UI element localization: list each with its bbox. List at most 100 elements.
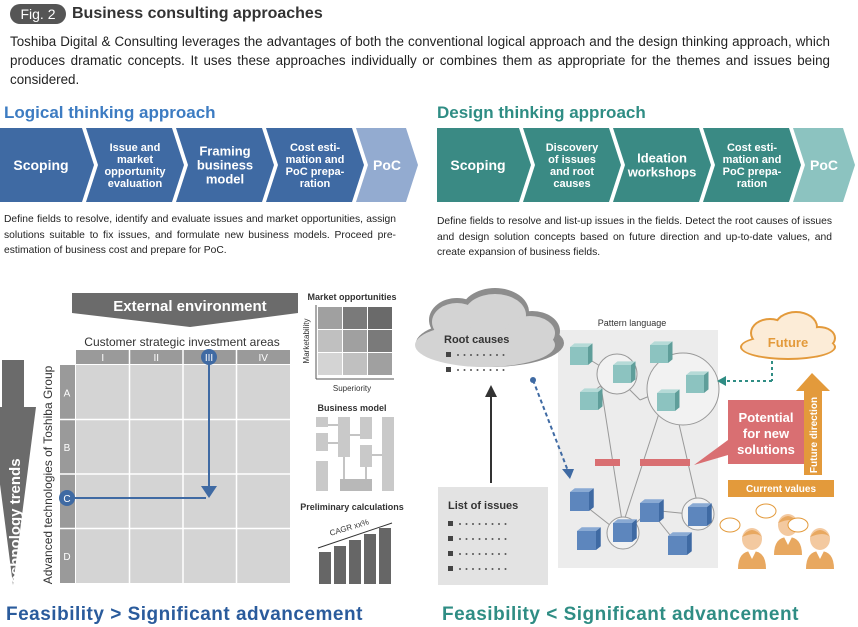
logical-step-label: business [197, 158, 253, 173]
root-causes-bullets [446, 352, 505, 372]
row-highlight-label: C [63, 494, 70, 505]
pattern-cube [688, 507, 707, 526]
grid-title: Customer strategic investment areas [84, 335, 279, 349]
solution-marker [595, 459, 620, 466]
design-step-label: Cost esti- [727, 142, 777, 154]
path-arrowhead [201, 486, 217, 498]
market-opportunities-title: Market opportunities [307, 292, 396, 302]
logical-step-label: opportunity [104, 166, 166, 178]
pattern-cube [686, 375, 704, 393]
solution-marker [640, 459, 665, 466]
design-step-4 [703, 128, 801, 202]
logical-approach-title: Logical thinking approach [4, 103, 216, 122]
column-highlight-label: III [205, 353, 213, 364]
person-icon [787, 517, 834, 569]
design-step-label: of issues [548, 154, 596, 166]
figure-title: Business consulting approaches [72, 5, 323, 22]
cagr-label: CAGR xx% [329, 517, 370, 537]
list-of-issues-label: List of issues [448, 500, 518, 512]
logical-step-label: ration [300, 178, 331, 190]
future-label: Future [768, 335, 808, 350]
design-diagram: Pattern language Root causes [415, 288, 836, 585]
external-environment-banner [72, 293, 298, 327]
design-step-label: PoC [810, 157, 838, 173]
grid-row-label: B [64, 443, 71, 454]
root-causes-dashed-arrow [532, 379, 569, 472]
logical-step-label: PoC prepa- [286, 166, 345, 178]
preliminary-bar [334, 546, 346, 584]
design-conclusion: Feasibility < Significant advancement [442, 604, 799, 625]
cagr-trend-line [317, 522, 393, 549]
potential-label-line: Potential [739, 410, 794, 425]
logical-description: Define fields to resolve, identify and e… [4, 214, 396, 256]
person-icon [719, 517, 766, 569]
potential-label-line: for new [743, 426, 790, 441]
design-step-label: Discovery [546, 142, 599, 154]
design-step-2 [523, 128, 621, 202]
intro-paragraph: Toshiba Digital & Consulting leverages t… [10, 34, 830, 87]
current-values-box [728, 480, 834, 497]
future-cloud [740, 311, 836, 360]
design-step-3 [613, 128, 711, 202]
pattern-cube [650, 345, 668, 363]
logical-step-label: evaluation [108, 178, 163, 190]
future-direction-label: Future direction [809, 397, 820, 473]
pattern-cube [570, 492, 589, 511]
issues-arrowhead [485, 385, 497, 397]
preliminary-bar [349, 540, 361, 584]
future-direction-arrow [796, 373, 830, 475]
grid-column-label: IV [259, 353, 269, 364]
grid-column-label: I [101, 353, 104, 364]
pattern-cube [668, 536, 687, 555]
grid-row-label: A [64, 388, 71, 399]
grid-row-labels: A B D [63, 388, 70, 563]
blue-pattern-cubes [570, 488, 712, 555]
pattern-cube [570, 347, 588, 365]
design-step-label: Ideation [637, 151, 687, 166]
logical-step-label: Cost esti- [290, 142, 340, 154]
solution-marker [665, 459, 690, 466]
row-highlight-marker [59, 490, 75, 506]
root-causes-label: Root causes [444, 334, 509, 346]
potential-label-line: solutions [737, 442, 795, 457]
pattern-language-label: Pattern language [598, 318, 667, 328]
potential-box [728, 400, 804, 464]
logical-step-2 [86, 128, 184, 202]
design-step-5 [793, 128, 855, 202]
pattern-cube [577, 531, 596, 550]
logical-step-label: PoC [373, 157, 401, 173]
logical-step-1 [0, 128, 94, 202]
potential-pointer [694, 440, 728, 465]
pattern-cube [640, 503, 659, 522]
current-values-label: Current values [746, 484, 816, 495]
logical-step-label: Issue and [110, 142, 161, 154]
grid-row-label: D [63, 552, 70, 563]
people-icons [719, 503, 834, 569]
design-step-label: ration [737, 178, 768, 190]
technology-trends-arrow [0, 360, 36, 585]
market-matrix-cell [318, 307, 342, 329]
logical-step-4 [266, 128, 364, 202]
logical-step-label: market [117, 154, 153, 166]
market-matrix-cell [343, 307, 367, 329]
design-step-label: causes [553, 178, 590, 190]
logical-diagram: External environment Technology trends A… [0, 292, 404, 590]
figure-badge: Fig. 2 [10, 4, 66, 24]
root-causes-cloud [415, 288, 564, 367]
design-approach-title: Design thinking approach [437, 103, 646, 122]
logical-step-label: mation and [286, 154, 345, 166]
logical-step-5 [356, 128, 418, 202]
column-highlight-marker [201, 349, 217, 365]
marketability-label: Marketability [302, 319, 311, 364]
design-description: Define fields to resolve and list-up iss… [437, 216, 832, 258]
pattern-cube [580, 392, 598, 410]
market-matrix-cell [343, 330, 367, 352]
design-step-label: workshops [627, 165, 697, 180]
grid-lines [60, 350, 290, 583]
dashed-arrowhead [562, 469, 574, 479]
logical-step-label: model [206, 172, 244, 187]
business-model-title: Business model [317, 403, 386, 413]
superiority-label: Superiority [333, 384, 371, 393]
